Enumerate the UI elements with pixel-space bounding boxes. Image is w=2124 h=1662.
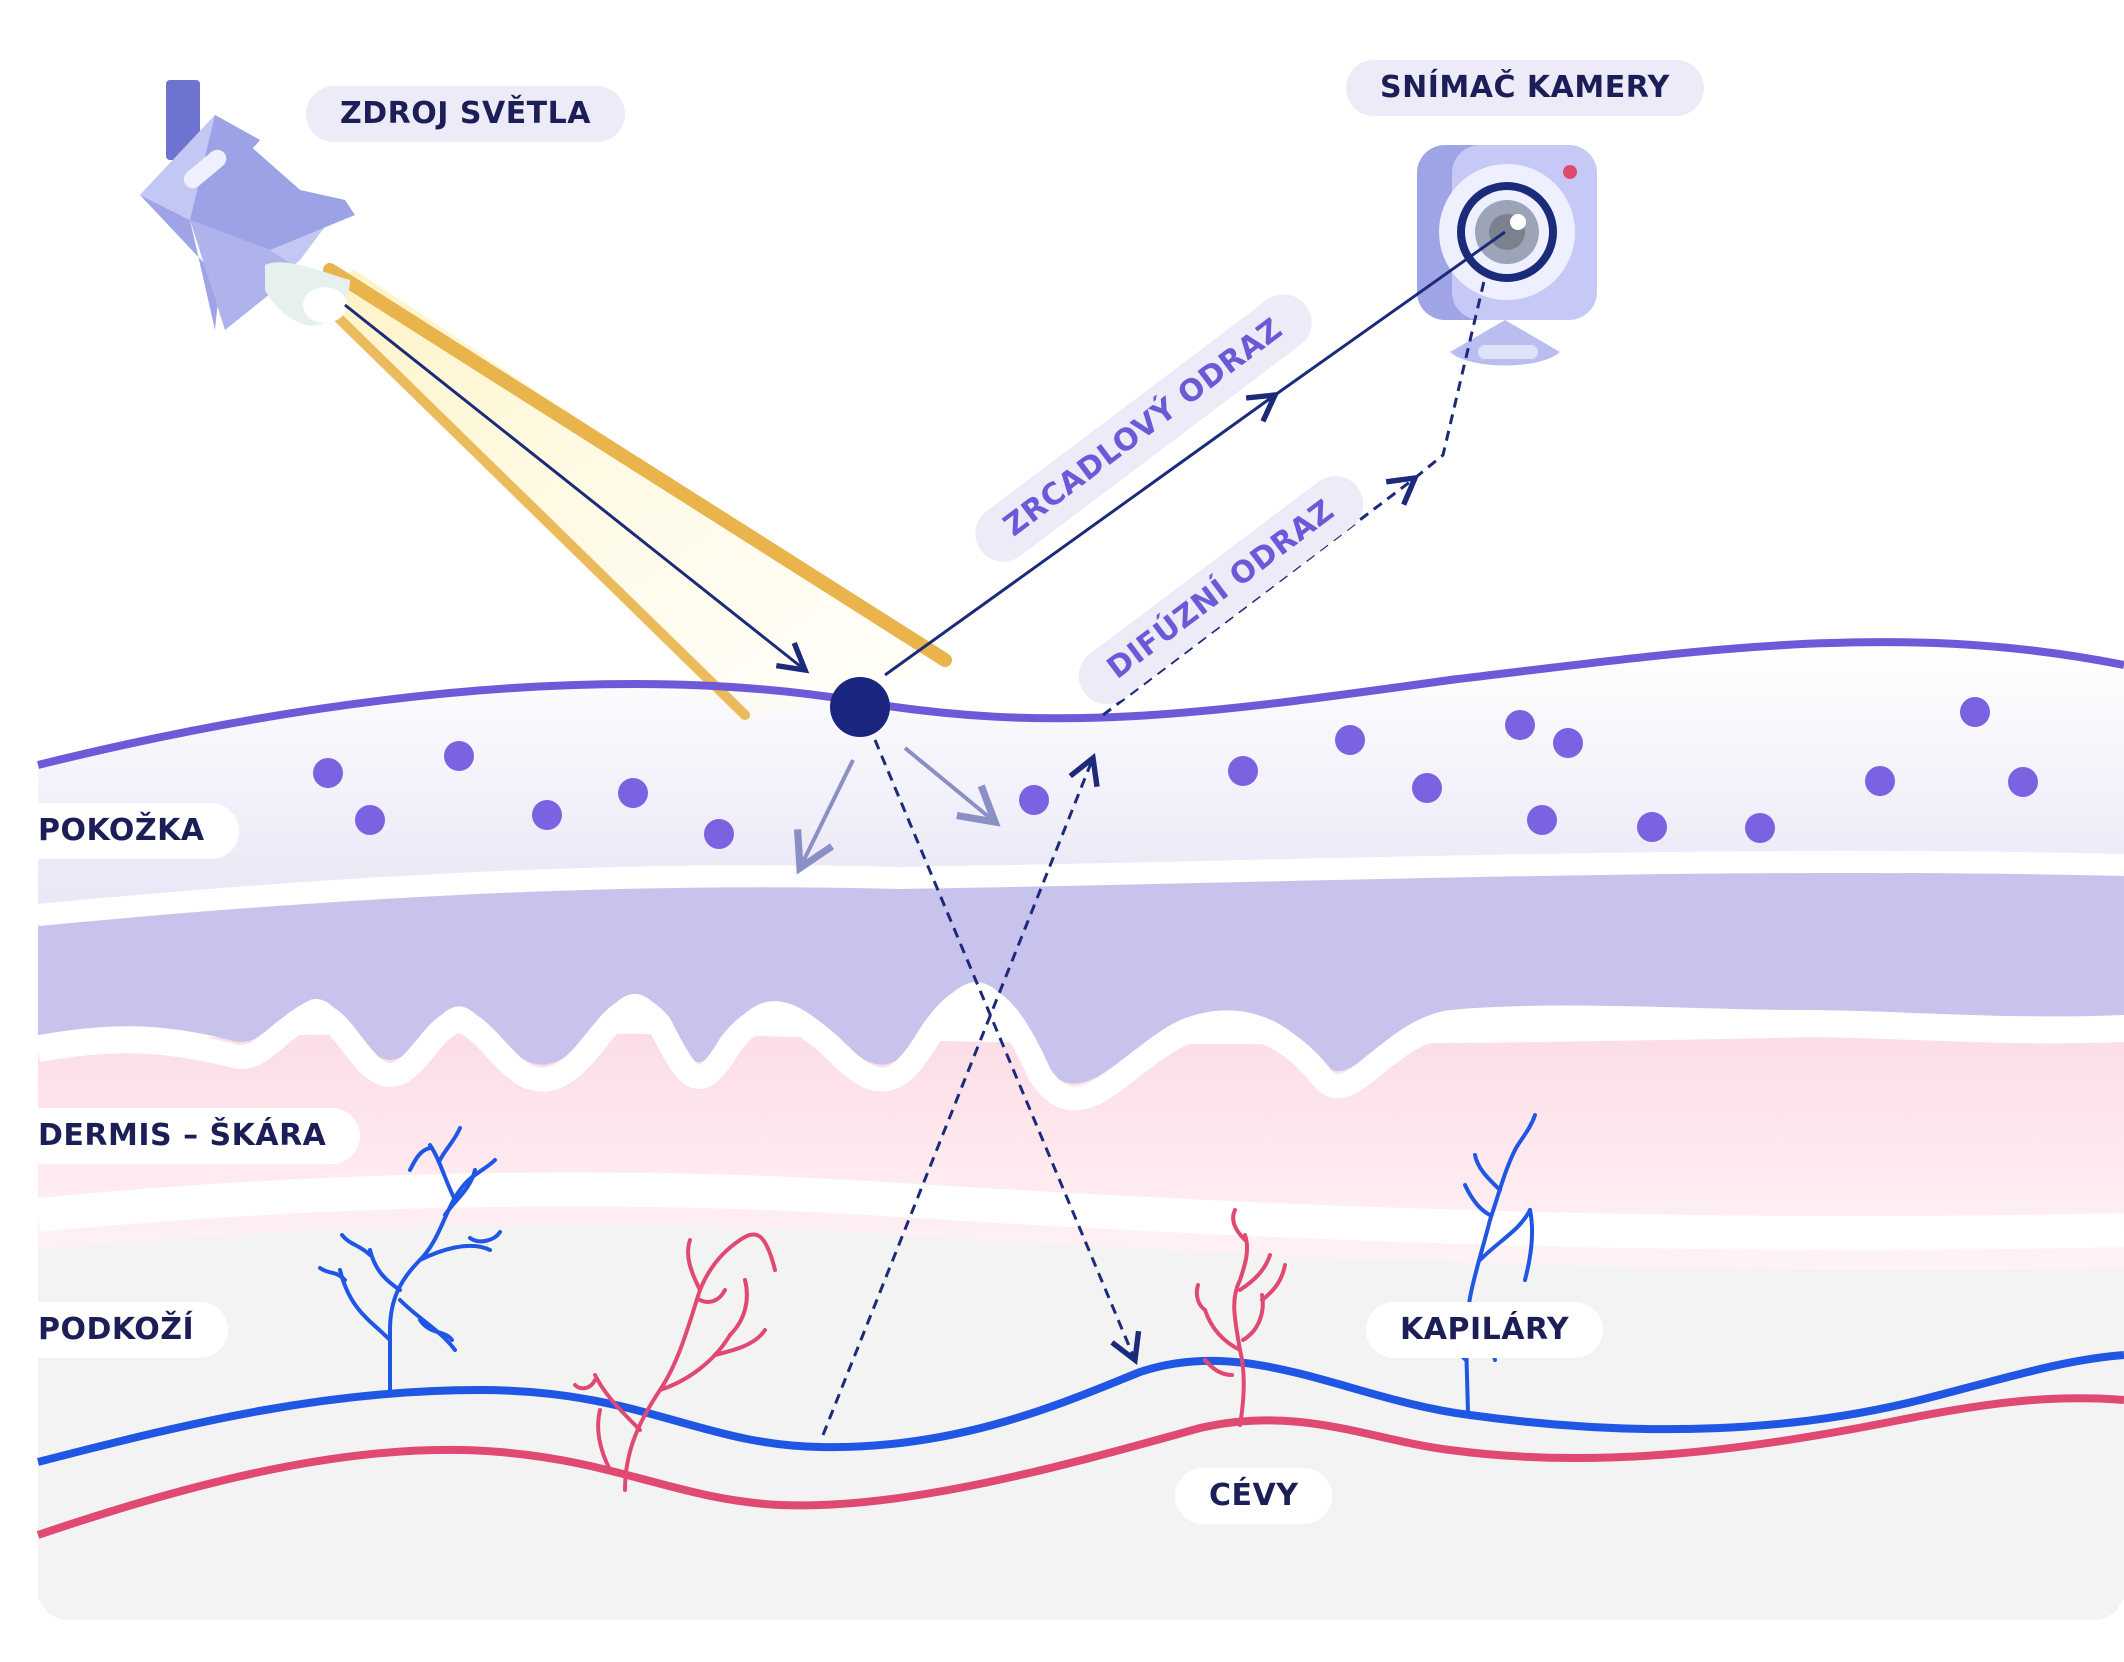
spotlight-icon (140, 80, 355, 330)
reflection-point (830, 677, 890, 737)
scatter-arrow-right (903, 746, 1001, 827)
epidermis-inner-divider (36, 850, 2124, 926)
epidermis-label: POKOŽKA (4, 803, 239, 859)
vein-line (36, 1351, 2124, 1466)
capillaries-label: KAPILÁRY (1366, 1302, 1604, 1358)
light-source-label: ZDROJ SVĚTLA (306, 86, 625, 142)
returning-ray (821, 752, 1100, 1436)
epidermis-rete-band (38, 866, 2124, 1084)
light-beam (310, 263, 952, 722)
specular-ray (884, 391, 1280, 677)
artery-line (36, 1394, 2124, 1539)
scatter-arrow-left (793, 759, 855, 875)
vessels-label: CÉVY (1175, 1468, 1333, 1524)
webcam-icon (1417, 145, 1597, 366)
incident-ray (344, 303, 810, 674)
camera-sensor-label: SNÍMAČ KAMERY (1346, 60, 1704, 116)
capillary-blue-left (318, 1126, 502, 1397)
subcutis-label: PODKOŽÍ (4, 1302, 229, 1358)
subcutis-fill (38, 1224, 2124, 1600)
dermis-subcutis-divider (36, 1172, 2124, 1251)
melanin-dots (313, 697, 2038, 849)
specular-ray-to-camera (1274, 230, 1506, 397)
capillary-red-right (1194, 1208, 1287, 1427)
dermis-label: DERMIS – ŠKÁRA (4, 1108, 361, 1164)
rete-divider (36, 985, 2124, 1111)
capillary-red-left (573, 1232, 777, 1492)
diffuse-ray-to-camera (1414, 276, 1487, 480)
skin-surface-line (37, 638, 2124, 769)
